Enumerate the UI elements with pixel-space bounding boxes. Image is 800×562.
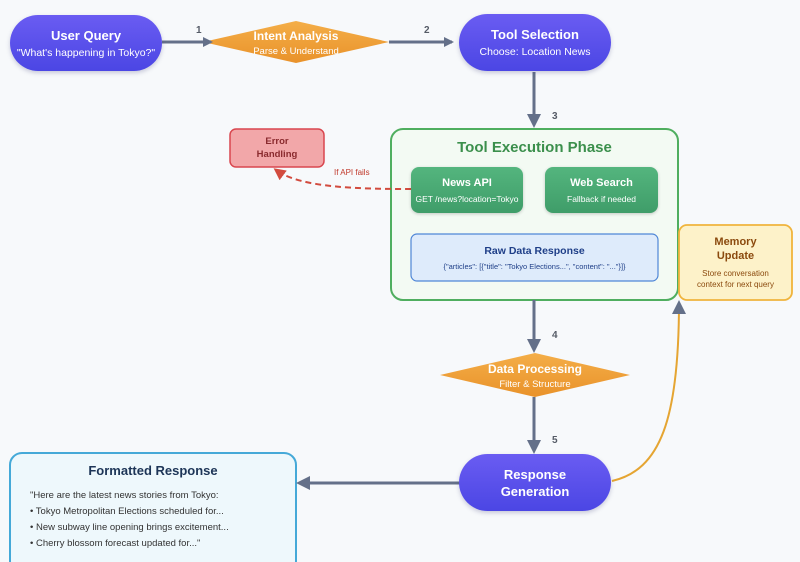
arrow-generation-to-memory bbox=[611, 301, 680, 482]
api-fails-label: If API fails bbox=[334, 168, 370, 177]
web-search-subtitle: Fallback if needed bbox=[567, 193, 636, 204]
intent-analysis-label: Intent Analysis Parse & Understand bbox=[226, 29, 366, 57]
step-label-1: 1 bbox=[196, 25, 202, 36]
data-processing-title: Data Processing bbox=[487, 362, 583, 376]
data-processing-subtitle: Filter & Structure bbox=[499, 379, 571, 390]
tool-execution-title: Tool Execution Phase bbox=[391, 136, 678, 158]
raw-data-subtitle: {"articles": [{"title": "Tokyo Elections… bbox=[443, 261, 626, 271]
error-handling-box bbox=[229, 128, 325, 168]
response-generation-title-1: Response bbox=[503, 466, 567, 482]
error-handling-title-2: Handling bbox=[256, 149, 298, 160]
formatted-response-line-3: • New subway line opening brings excitem… bbox=[30, 522, 229, 533]
step-label-5: 5 bbox=[552, 435, 558, 446]
user-query-title: User Query bbox=[50, 27, 122, 43]
response-generation-node: Response Generation bbox=[459, 454, 611, 511]
memory-update-subtitle-2: context for next query bbox=[697, 280, 774, 289]
intent-analysis-diamond bbox=[203, 21, 389, 63]
formatted-response-node: Formatted Response "Here are the latest … bbox=[10, 453, 296, 562]
web-search-node: Web Search Fallback if needed bbox=[545, 167, 658, 213]
raw-data-box bbox=[410, 233, 659, 282]
tool-selection-subtitle: Choose: Location News bbox=[479, 46, 591, 58]
data-processing-diamond bbox=[440, 353, 630, 397]
data-processing-label: Data Processing Filter & Structure bbox=[465, 362, 605, 390]
step-label-3: 3 bbox=[552, 111, 558, 122]
formatted-response-box bbox=[9, 452, 297, 562]
news-api-node: News API GET /news?location=Tokyo bbox=[411, 167, 523, 213]
memory-update-title-2: Update bbox=[716, 250, 755, 262]
memory-arrowhead bbox=[672, 300, 686, 314]
tool-execution-title-text: Tool Execution Phase bbox=[457, 138, 612, 156]
step-label-4: 4 bbox=[552, 330, 558, 341]
memory-update-node: Memory Update Store conversation context… bbox=[679, 225, 792, 300]
raw-data-title: Raw Data Response bbox=[484, 244, 585, 257]
memory-update-box bbox=[678, 224, 793, 301]
formatted-response-line-2: • Tokyo Metropolitan Elections scheduled… bbox=[30, 506, 224, 517]
formatted-response-title: Formatted Response bbox=[88, 463, 218, 478]
tool-selection-title: Tool Selection bbox=[491, 27, 579, 42]
step-label-2: 2 bbox=[424, 25, 430, 36]
user-query-node: User Query "What's happening in Tokyo?" bbox=[10, 15, 162, 71]
intent-analysis-title: Intent Analysis bbox=[253, 29, 339, 43]
raw-data-node: Raw Data Response {"articles": [{"title"… bbox=[411, 234, 658, 281]
response-generation-title-2: Generation bbox=[500, 483, 570, 499]
intent-analysis-subtitle: Parse & Understand bbox=[253, 46, 339, 57]
error-handling-title-1: Error bbox=[265, 136, 289, 147]
memory-update-subtitle-1: Store conversation bbox=[702, 269, 769, 278]
memory-update-title-1: Memory bbox=[714, 236, 757, 248]
web-search-title: Web Search bbox=[570, 176, 633, 189]
tool-selection-node: Tool Selection Choose: Location News bbox=[459, 14, 611, 71]
formatted-response-line-1: "Here are the latest news stories from T… bbox=[30, 490, 219, 501]
news-api-subtitle: GET /news?location=Tokyo bbox=[415, 193, 519, 204]
error-handling-node: Error Handling bbox=[230, 129, 324, 167]
news-api-title: News API bbox=[442, 176, 492, 189]
formatted-response-line-4: • Cherry blossom forecast updated for...… bbox=[30, 538, 201, 549]
user-query-subtitle: "What's happening in Tokyo?" bbox=[16, 46, 156, 59]
